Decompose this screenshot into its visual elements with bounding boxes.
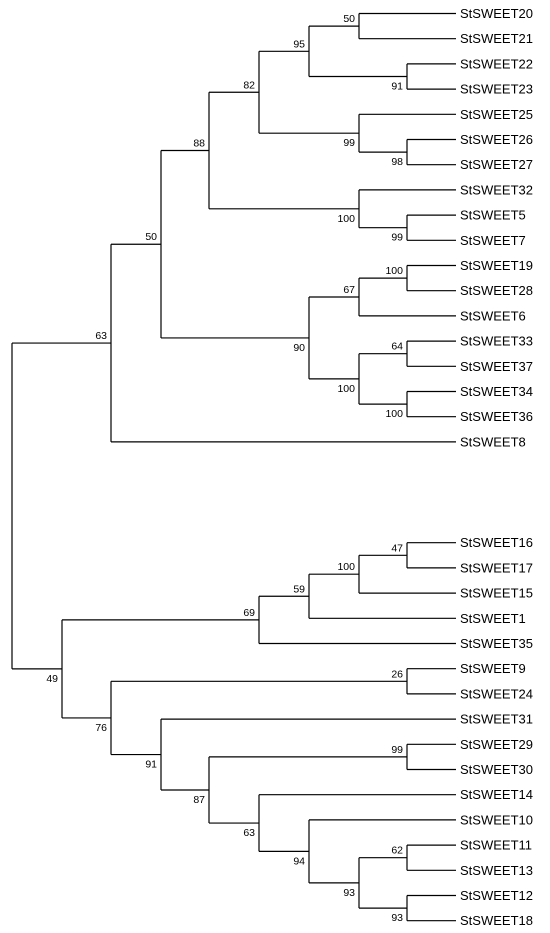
leaf-label: StSWEET27: [460, 157, 533, 172]
support-value: 100: [337, 383, 355, 395]
leaf-label: StSWEET35: [460, 636, 533, 651]
support-value: 100: [337, 561, 355, 573]
support-value: 91: [145, 759, 157, 771]
support-value: 63: [95, 330, 107, 342]
leaf-label: StSWEET6: [460, 308, 526, 323]
support-value: 76: [95, 722, 107, 734]
support-value: 100: [385, 408, 403, 420]
support-value: 87: [193, 794, 205, 806]
leaf-label: StSWEET26: [460, 132, 533, 147]
support-value: 98: [391, 156, 403, 168]
support-value: 88: [193, 138, 205, 150]
support-value: 91: [391, 81, 403, 93]
support-value: 64: [391, 341, 403, 353]
support-value: 93: [391, 912, 403, 924]
support-value: 99: [343, 137, 355, 149]
support-value: 49: [46, 673, 58, 685]
leaf-label: StSWEET13: [460, 863, 533, 878]
support-value: 67: [343, 284, 355, 296]
support-value: 50: [343, 13, 355, 25]
support-value: 100: [337, 213, 355, 225]
support-value: 99: [391, 232, 403, 244]
leaf-label: StSWEET21: [460, 31, 533, 46]
leaf-label: StSWEET12: [460, 888, 533, 903]
leaf-label: StSWEET11: [460, 838, 532, 853]
leaf-label: StSWEET1: [460, 611, 526, 626]
leaf-label: StSWEET37: [460, 359, 533, 374]
support-value: 90: [293, 342, 305, 354]
leaf-label: StSWEET16: [460, 535, 533, 550]
leaf-label: StSWEET29: [460, 737, 533, 752]
leaf-label: StSWEET14: [460, 787, 533, 802]
leaf-label: StSWEET5: [460, 208, 526, 223]
leaf-label: StSWEET31: [460, 712, 533, 727]
leaf-label: StSWEET30: [460, 762, 533, 777]
support-value: 62: [391, 845, 403, 857]
support-value: 63: [243, 827, 255, 839]
support-value: 95: [293, 38, 305, 50]
support-value: 100: [385, 265, 403, 277]
leaf-label: StSWEET10: [460, 812, 533, 827]
leaf-label: StSWEET9: [460, 661, 526, 676]
leaf-label: StSWEET33: [460, 334, 533, 349]
leaf-label: StSWEET7: [460, 233, 526, 248]
leaf-label: StSWEET36: [460, 409, 533, 424]
support-value: 99: [391, 744, 403, 756]
support-value: 82: [243, 79, 255, 91]
leaf-label: StSWEET20: [460, 6, 533, 21]
leaf-label: StSWEET19: [460, 258, 533, 273]
support-value: 47: [391, 542, 403, 554]
leaf-label: StSWEET22: [460, 56, 533, 71]
leaf-label: StSWEET17: [460, 560, 533, 575]
support-value: 93: [343, 887, 355, 899]
leaf-label: StSWEET24: [460, 686, 533, 701]
leaf-label: StSWEET28: [460, 283, 533, 298]
support-value: 69: [243, 607, 255, 619]
leaf-label: StSWEET32: [460, 182, 533, 197]
support-value: 94: [293, 855, 305, 867]
support-value: 59: [293, 583, 305, 595]
leaf-label: StSWEET15: [460, 586, 533, 601]
leaf-label: StSWEET8: [460, 434, 526, 449]
support-value: 50: [145, 231, 157, 243]
leaf-label: StSWEET25: [460, 107, 533, 122]
leaf-label: StSWEET23: [460, 82, 533, 97]
leaf-label: StSWEET18: [460, 913, 533, 928]
support-value: 26: [391, 668, 403, 680]
leaf-label: StSWEET34: [460, 384, 533, 399]
